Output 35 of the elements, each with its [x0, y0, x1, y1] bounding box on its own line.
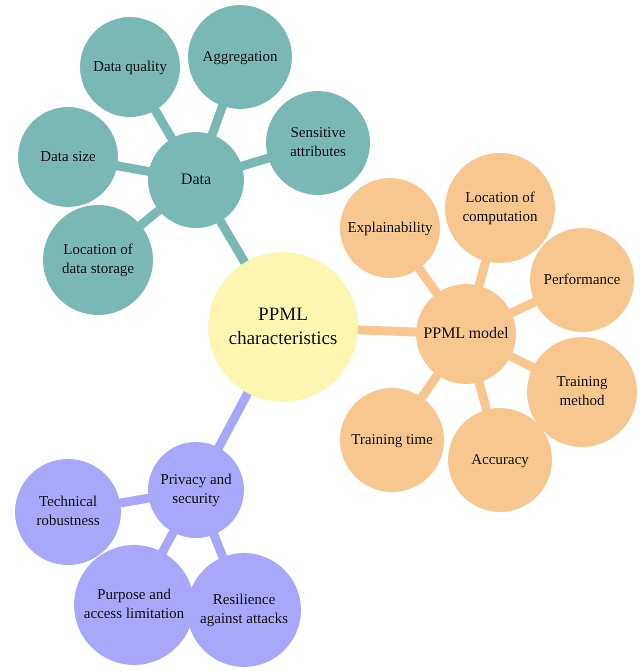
node-label: Data [180, 170, 212, 190]
node-label: Explainability [348, 218, 432, 238]
node-label: Resilience against attacks [199, 591, 289, 629]
node-label: Data quality [93, 58, 167, 76]
node-label: PPML characteristics [228, 303, 338, 351]
connector [158, 528, 178, 556]
connector [118, 493, 152, 508]
connector [150, 106, 177, 143]
connector [208, 531, 228, 561]
node-label: Training time [351, 430, 433, 450]
node-label: Training method [555, 373, 609, 411]
connector [474, 258, 491, 289]
node-label: Accuracy [471, 450, 529, 470]
node-label: Performance [544, 270, 620, 290]
node-label: PPML model [423, 324, 509, 344]
connector [238, 153, 272, 171]
connector [214, 389, 253, 452]
node-label: Aggregation [202, 48, 278, 66]
node-label: Location of computation [462, 189, 538, 227]
node-label: Location of data storage [60, 241, 136, 279]
node-label: Sensitive attributes [289, 124, 347, 162]
connector [207, 102, 228, 138]
connector [416, 370, 442, 402]
node-label: Data size [40, 148, 96, 166]
connector [474, 379, 492, 413]
connector [356, 325, 418, 337]
connector [414, 264, 442, 298]
node-label: Technical robustness [35, 493, 101, 531]
connector [216, 217, 250, 266]
node-label: Privacy and security [159, 471, 233, 509]
node-label: Purpose and access limitation [82, 586, 186, 624]
connector [506, 351, 537, 372]
connector [136, 206, 164, 230]
connector [508, 297, 539, 318]
connector [114, 161, 152, 176]
